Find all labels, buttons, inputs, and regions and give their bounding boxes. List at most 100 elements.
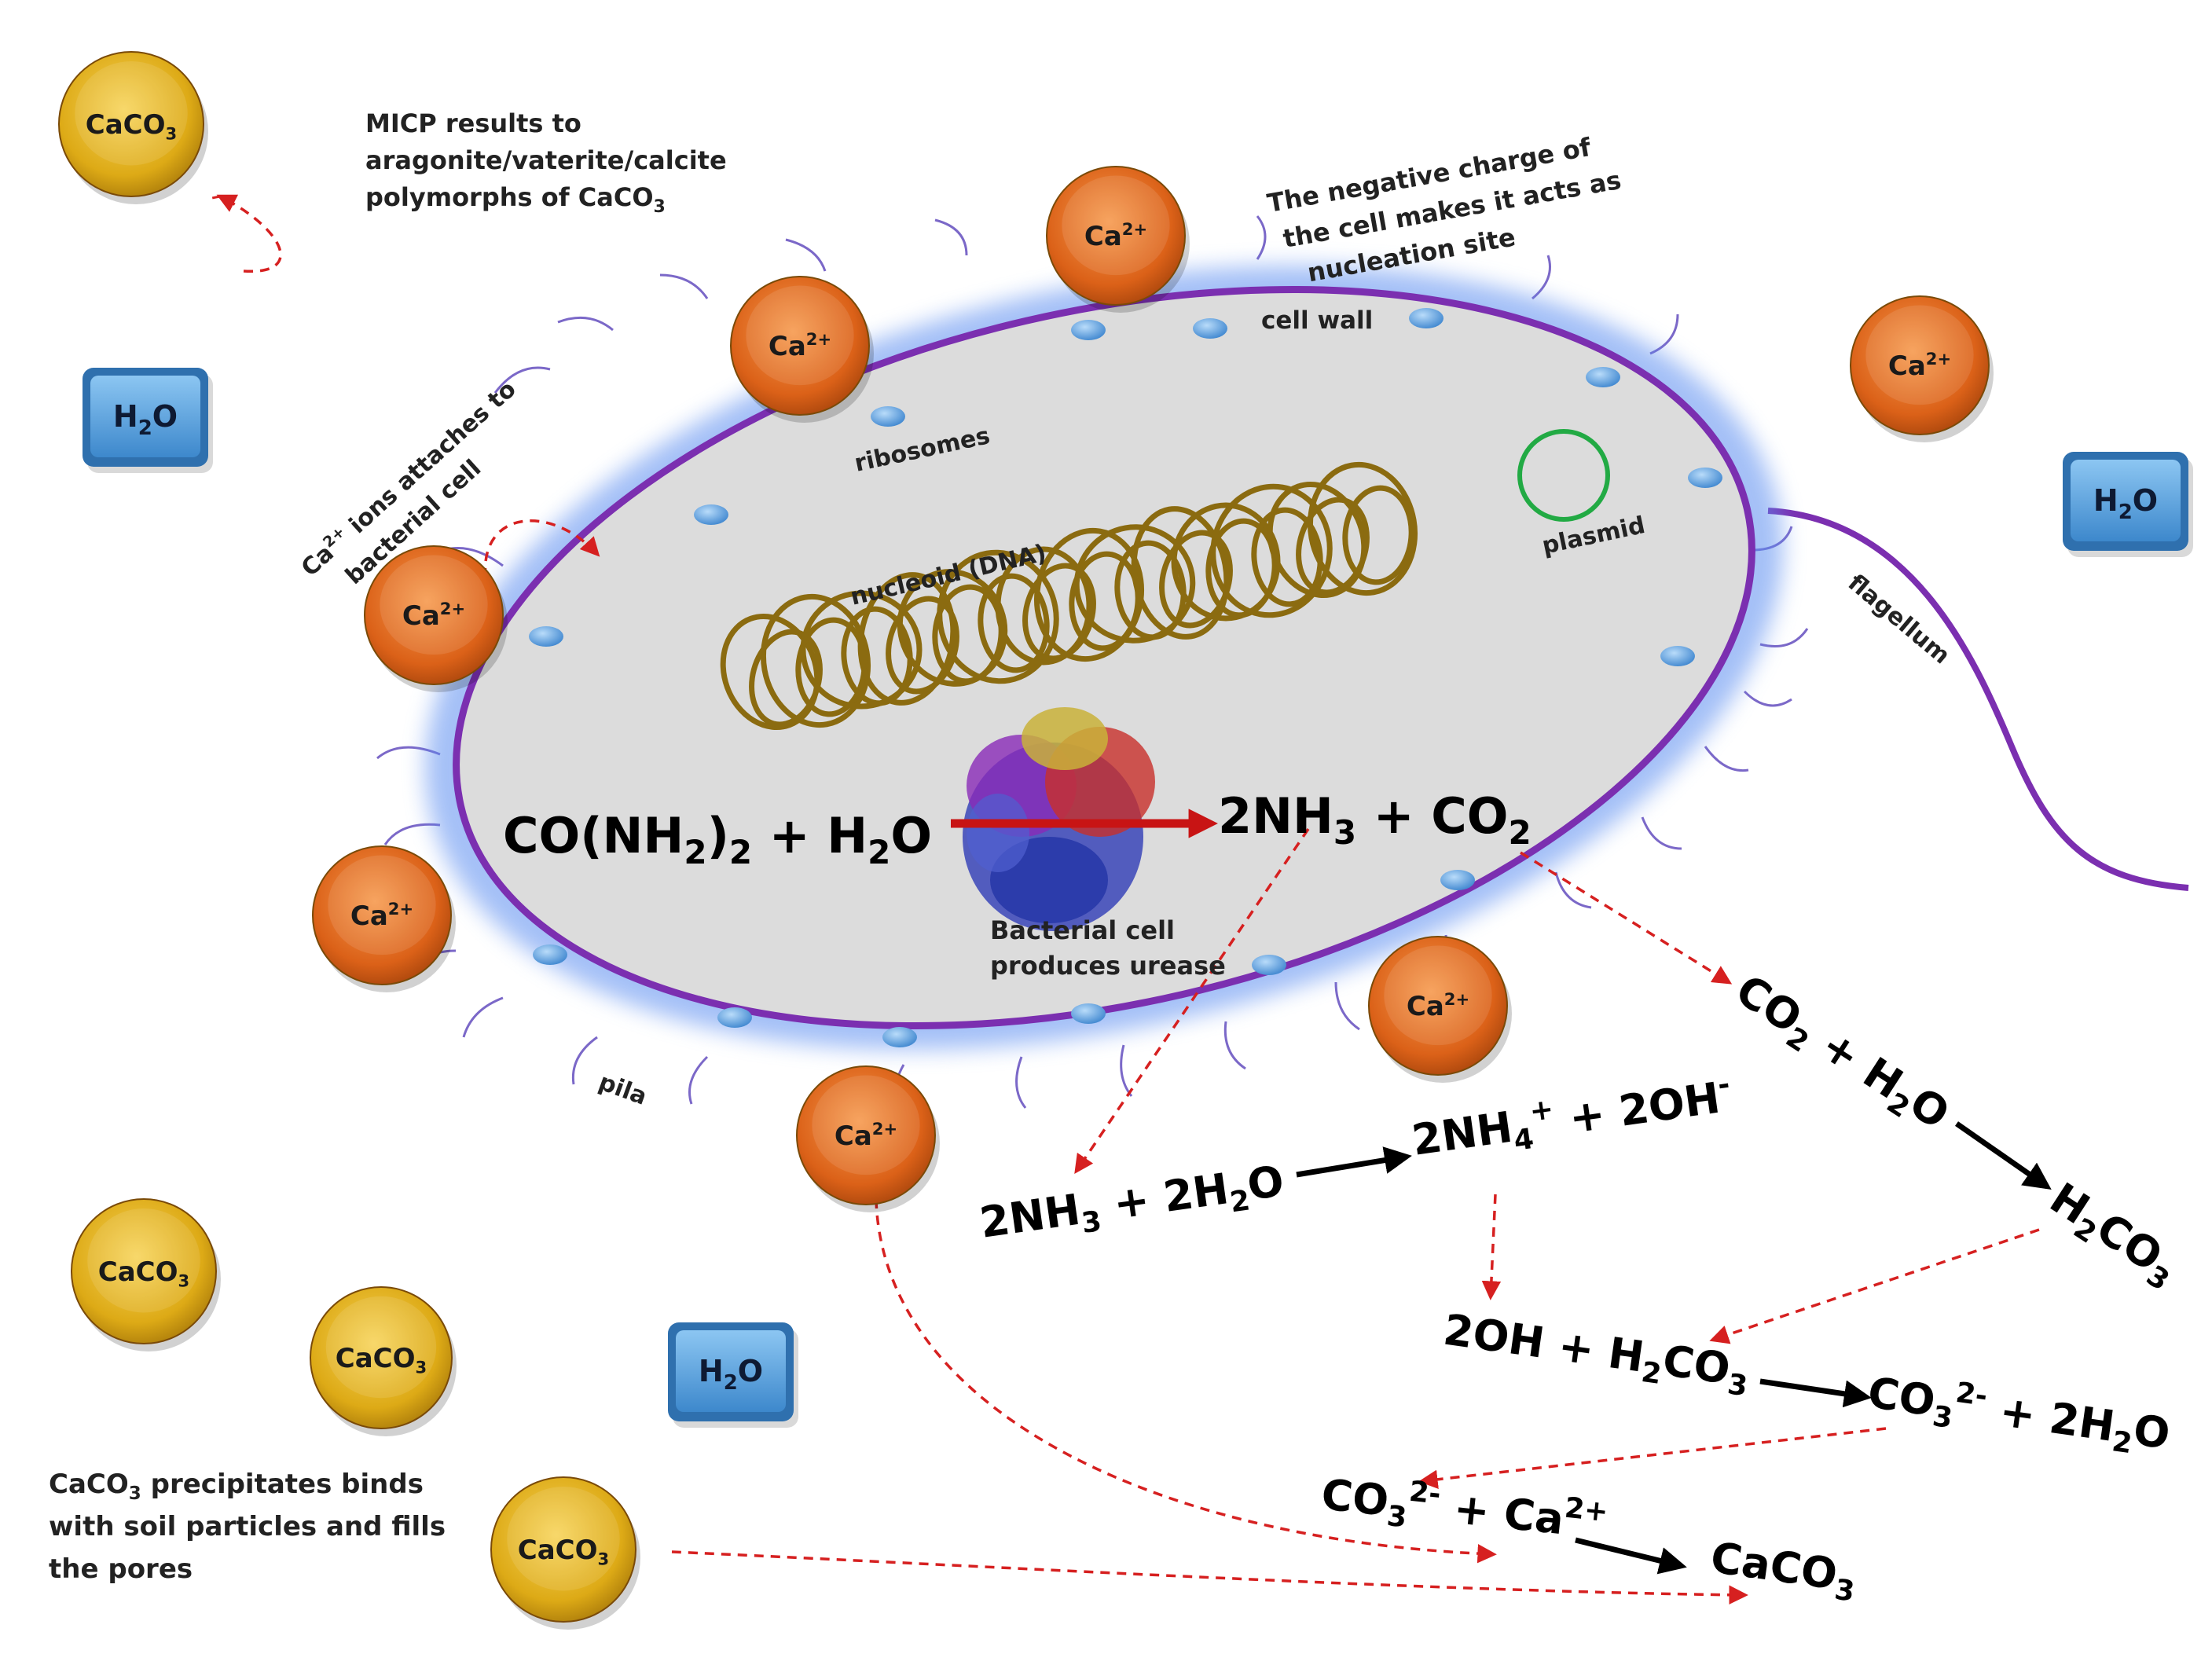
ribosome — [1071, 320, 1106, 340]
ribosomes — [529, 308, 1722, 1047]
micp-label-line3-sub: 3 — [654, 197, 666, 217]
dna-loop — [1251, 507, 1323, 607]
svg-text:polymorphs of CaCO3: polymorphs of CaCO3 — [365, 182, 666, 217]
final-sub: 3 — [1385, 1500, 1408, 1534]
precip-line1-rest: precipitates binds — [141, 1469, 424, 1500]
calcium-ion: Ca2+ — [730, 276, 874, 423]
calcium-ion: Ca2+ — [796, 1065, 940, 1212]
urease-label-line1: Bacterial cell — [990, 915, 1175, 945]
precip-line3: the pores — [49, 1553, 193, 1585]
urease-label-line2: produces urease — [990, 951, 1226, 981]
nucleoid-dna — [720, 461, 1418, 731]
dna-loop — [1205, 518, 1278, 618]
svg-text:H2CO3: H2CO3 — [2038, 1173, 2188, 1297]
calcium-ion-label: Ca2+ — [350, 899, 413, 932]
ribosome — [529, 626, 563, 647]
dna-loop — [1159, 530, 1233, 629]
ribosome — [1688, 468, 1722, 488]
micp-label-line2: aragonite/vaterite/calcite — [365, 145, 727, 175]
dna-loop — [978, 573, 1050, 673]
ribosome — [1586, 367, 1620, 387]
final-b: + Ca — [1436, 1482, 1566, 1544]
caco3-particle: CaCO3 — [310, 1286, 457, 1436]
micp-label-line3: polymorphs of CaCO — [365, 182, 654, 212]
oh-sub: 2 — [1639, 1356, 1664, 1391]
water-label: H2O — [2093, 483, 2158, 524]
ribosome — [1409, 308, 1443, 328]
ribosome — [1193, 318, 1227, 339]
calcium-ion-label: Ca2+ — [769, 329, 831, 362]
urea-right-a: 2NH — [1218, 787, 1333, 845]
micp-label-line1: MICP results to — [365, 108, 581, 138]
calcium-ion-label: Ca2+ — [835, 1119, 897, 1152]
pila-label: pila — [595, 1069, 651, 1111]
co3-b: + 2H — [1982, 1384, 2118, 1450]
urea-right-b: + CO — [1356, 787, 1508, 845]
calcium-ion: Ca2+ — [312, 845, 456, 992]
dna-loop — [760, 593, 871, 728]
final-sup2: 2+ — [1563, 1492, 1609, 1529]
svg-text:2OH + H2CO3: 2OH + H2CO3 — [1440, 1304, 1752, 1403]
caco3-particle: CaCO3 — [71, 1198, 221, 1351]
urease-enzyme — [963, 707, 1155, 931]
ribosome — [1071, 1003, 1106, 1024]
calcium-ion-label: Ca2+ — [1084, 219, 1147, 252]
flagellum-label: flagellum — [1843, 569, 1955, 669]
nh4-a: 2NH — [1409, 1102, 1515, 1165]
caco3-label: CaCO3 — [86, 109, 177, 143]
ribosome — [1252, 955, 1286, 975]
water-label: H2O — [699, 1354, 763, 1395]
urea-h2o-o: O — [890, 807, 932, 864]
cell-wall-label: cell wall — [1261, 306, 1373, 335]
urea-right-sub2: 2 — [1508, 813, 1531, 852]
nh3-sub2: 2 — [1228, 1184, 1253, 1219]
svg-text:CO32- + Ca2+: CO32- + Ca2+ — [1319, 1466, 1610, 1555]
co3-sub2: 2 — [2110, 1425, 2134, 1460]
final-sup: 2- — [1407, 1476, 1442, 1511]
urea-left-sub: 2 — [684, 833, 706, 871]
svg-text:CO(NH2)2 + H2O: CO(NH2)2 + H2O — [503, 807, 932, 871]
dna-loop — [932, 584, 1004, 684]
dna-loop — [1131, 506, 1230, 640]
dna-loop — [1114, 540, 1187, 640]
svg-text:2NH4+ + 2OH-: 2NH4+ + 2OH- — [1408, 1069, 1735, 1172]
oh-a: 2OH + H — [1440, 1304, 1647, 1381]
svg-text:2NH3 + CO2: 2NH3 + CO2 — [1218, 787, 1532, 852]
particles: CaCO3CaCO3CaCO3CaCO3Ca2+Ca2+Ca2+Ca2+Ca2+… — [58, 51, 2193, 1630]
nh3-c: O — [1244, 1156, 1286, 1210]
dna-loop — [1069, 551, 1141, 651]
ribosome — [1440, 870, 1475, 890]
ribosome — [1660, 646, 1695, 666]
dna-loop — [857, 572, 956, 706]
svg-text:CaCO3: CaCO3 — [1707, 1532, 1860, 1608]
final-a: CO — [1319, 1469, 1392, 1526]
urea-left-close: ) — [707, 807, 729, 864]
svg-text:MICP results to: MICP results to — [365, 108, 581, 138]
nh3-a: 2NH — [977, 1185, 1083, 1248]
calcium-ion: Ca2+ — [1046, 166, 1190, 313]
precip-sub: 3 — [129, 1483, 141, 1504]
co3-sup: 2- — [1953, 1377, 1989, 1413]
ribosome — [694, 504, 728, 525]
water-molecule: H2O — [83, 368, 213, 473]
dna-loop — [1296, 497, 1370, 596]
urea-left: CO(NH — [503, 807, 684, 864]
co3-sub: 3 — [1931, 1400, 1955, 1435]
nh3-b: + 2H — [1096, 1164, 1232, 1230]
oh-sub2: 3 — [1726, 1368, 1750, 1403]
dna-loop — [800, 590, 923, 710]
flow-arrows-inner — [211, 195, 221, 200]
ribosome — [882, 1027, 917, 1047]
oh-b: CO — [1660, 1336, 1733, 1394]
svg-text:CO32- + 2H2O: CO32- + 2H2O — [1864, 1365, 2173, 1465]
caco3-label: CaCO3 — [336, 1343, 427, 1377]
final-prod-sub: 3 — [1832, 1574, 1857, 1608]
caco3-particle: CaCO3 — [58, 51, 208, 204]
caco3-label: CaCO3 — [518, 1535, 609, 1568]
caco3-particle: CaCO3 — [490, 1476, 640, 1630]
water-label: H2O — [113, 399, 178, 440]
nh4-sup: + — [1528, 1093, 1556, 1128]
co3-c: O — [2130, 1405, 2173, 1459]
